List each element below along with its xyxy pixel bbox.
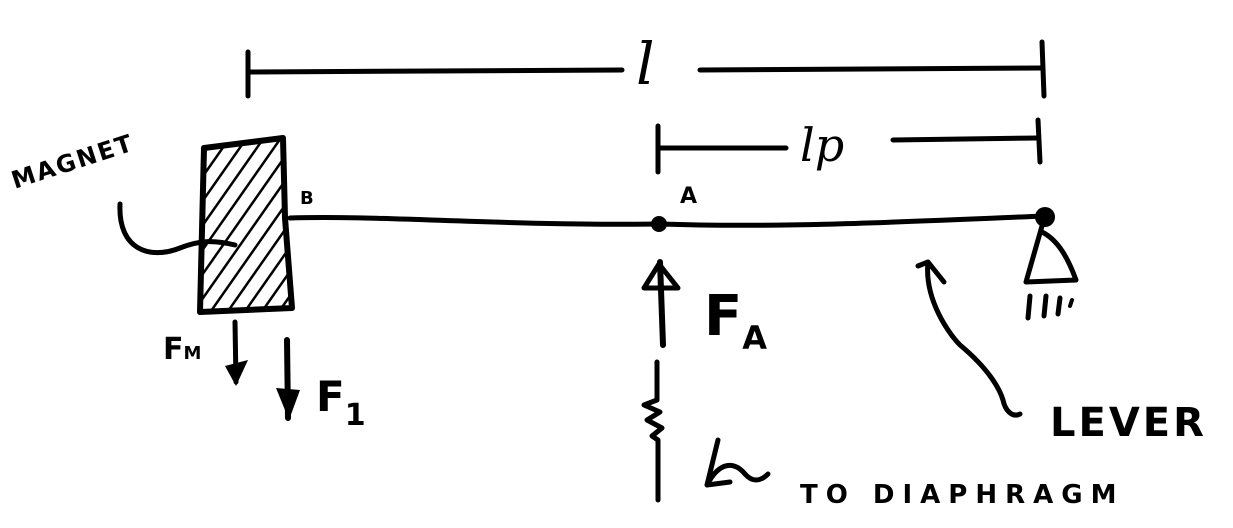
point-a-label: A [680,184,698,209]
point-a [651,216,667,232]
fa-symbol: F [704,284,743,349]
lever-beam [287,213,1047,228]
lever-label: LEVER [1050,400,1207,446]
to-diaphragm-label: TO DIAPHRAGM [800,480,1125,510]
pivot-support [1023,207,1079,321]
fm-subscript: M [183,343,202,364]
fa-subscript: A [742,319,768,357]
point-b-label: B [300,188,314,209]
force-f1-arrow [276,337,300,421]
diaphragm-pointer-arrow [704,437,771,488]
force-fm-arrow [225,319,248,386]
force-fa-arrow [641,259,681,348]
fm-symbol: F [163,332,184,367]
force-fa-label: FA [704,284,767,357]
force-f1-label: F1 [316,372,366,433]
f1-subscript: 1 [344,398,366,433]
magnet-block [197,135,295,315]
lp-text: lp [800,118,845,172]
dimension-l [245,39,1047,99]
dimension-lp-label: lp [800,118,844,172]
dimension-l-label: l [636,30,655,98]
dimension-lp [655,117,1043,175]
f1-symbol: F [316,372,345,421]
spring [641,359,665,503]
lever-pointer-arrow [915,259,1023,418]
force-fm-label: FM [163,332,201,367]
magnet-pointer-arrow [117,201,238,256]
